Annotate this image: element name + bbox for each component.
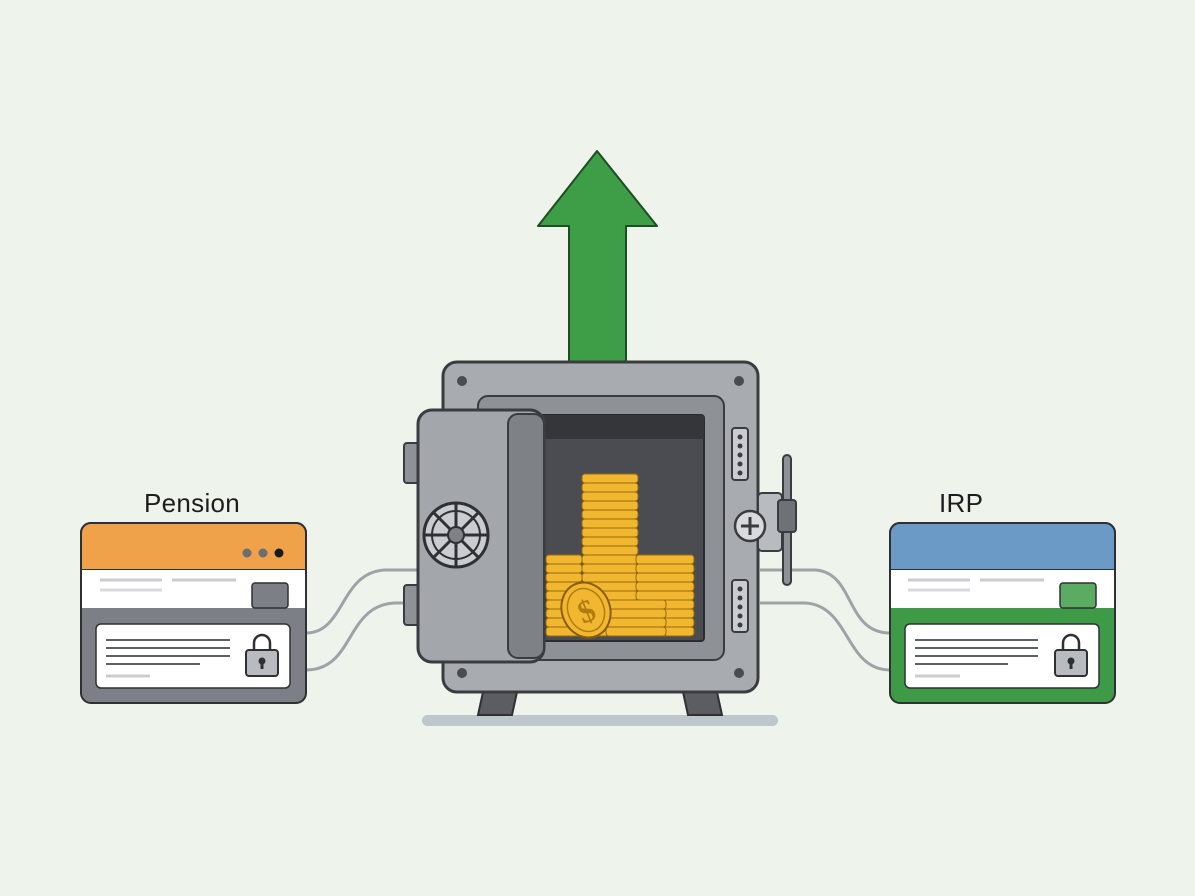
lock-icon: [245, 633, 279, 677]
coin: [581, 563, 639, 574]
up-arrow-icon: [537, 150, 658, 365]
coin: [635, 563, 695, 574]
coin: [545, 572, 583, 583]
pension-label: Pension: [144, 488, 241, 518]
coin: [545, 563, 583, 574]
coin: [605, 626, 667, 637]
coin: [581, 491, 639, 502]
coin: [581, 509, 639, 520]
coin: [581, 527, 639, 538]
coin: [581, 536, 639, 547]
connector-cables: [305, 568, 891, 672]
coin: [545, 554, 583, 565]
coin: [605, 617, 667, 628]
coin: [581, 554, 639, 565]
irp-label: IRP: [939, 488, 984, 518]
dollar-coin-icon: $: [560, 581, 612, 639]
irp-account-card: [889, 522, 1116, 704]
coin: [581, 518, 639, 529]
coin: [581, 545, 639, 556]
coin: [581, 482, 639, 493]
floor-shadow: [422, 715, 778, 726]
coin: [635, 590, 695, 601]
coin: [581, 572, 639, 583]
lock-icon: [1054, 633, 1088, 677]
coin: [635, 572, 695, 583]
coin: [605, 608, 667, 619]
growth-arrow: [537, 150, 658, 365]
coin: [581, 473, 639, 484]
coin: [635, 581, 695, 592]
dial-wheel-icon: [422, 501, 490, 569]
coin: [605, 599, 667, 610]
pension-account-card: [80, 522, 307, 704]
safe-door: [403, 408, 546, 664]
coin: [581, 500, 639, 511]
coin: [635, 554, 695, 565]
